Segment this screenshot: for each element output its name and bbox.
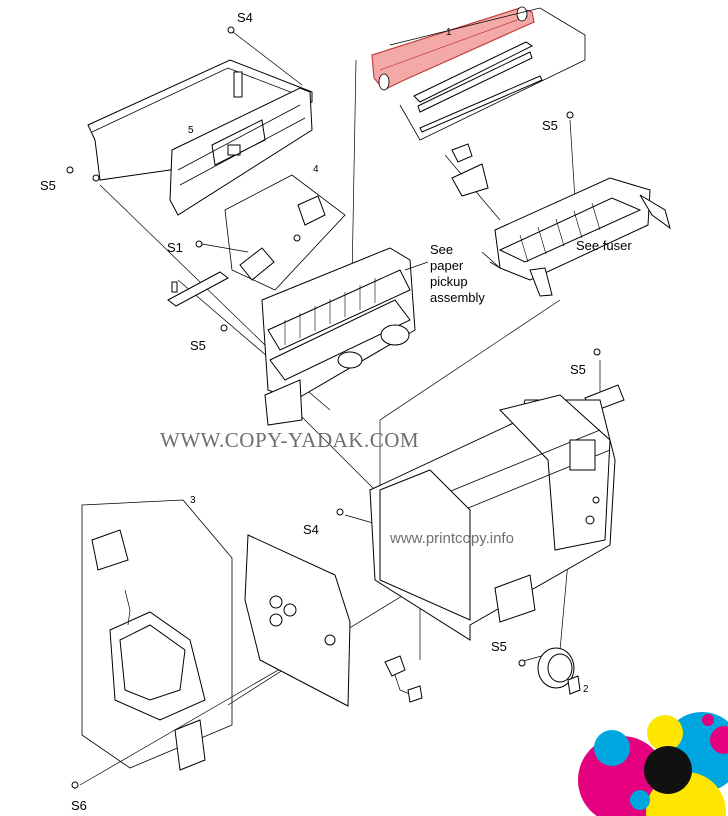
label-s4-top: S4 bbox=[237, 10, 253, 25]
paper-pickup-assembly bbox=[261, 247, 416, 426]
roller-guide-rails bbox=[389, 7, 586, 141]
fuser-assembly bbox=[451, 143, 671, 297]
part-4-bracket-group bbox=[224, 174, 346, 291]
label-part-5: 5 bbox=[188, 125, 194, 136]
part-3-housing-group bbox=[81, 499, 233, 771]
watermark-copy-yadak: WWW.COPY-YADAK.COM bbox=[160, 428, 419, 452]
label-part-1: 1 bbox=[446, 27, 452, 38]
callout-paper-pickup-line3: pickup bbox=[430, 274, 468, 289]
callout-paper-pickup-line4: assembly bbox=[430, 290, 485, 305]
label-s5-left: S5 bbox=[40, 178, 56, 193]
label-s5-right-mid: S5 bbox=[570, 362, 586, 377]
part-5-side-panel bbox=[169, 87, 313, 216]
label-s5-mid-left: S5 bbox=[190, 338, 206, 353]
screw-s1-and-rail bbox=[167, 240, 249, 307]
main-chassis-frame bbox=[369, 394, 616, 641]
screw-markers bbox=[66, 26, 574, 789]
part-1-transfer-roller bbox=[371, 6, 535, 91]
cmyk-circles-logo bbox=[578, 712, 728, 816]
label-part-4: 4 bbox=[313, 164, 319, 175]
part-labels: S4 S5 S5 S5 S5 S5 S4 S1 S6 1 2 3 4 5 bbox=[40, 10, 589, 813]
label-s5-bottom: S5 bbox=[491, 639, 507, 654]
label-s4-mid: S4 bbox=[303, 522, 319, 537]
callout-paper-pickup: See paper pickup assembly bbox=[404, 242, 485, 305]
callout-fuser-text: See fuser bbox=[576, 238, 632, 253]
label-s1: S1 bbox=[167, 240, 183, 255]
callout-paper-pickup-line1: See bbox=[430, 242, 453, 257]
center-side-plate bbox=[244, 534, 351, 707]
label-s6: S6 bbox=[71, 798, 87, 813]
label-part-2: 2 bbox=[583, 684, 589, 695]
cable-connector bbox=[384, 655, 423, 703]
callout-fuser: See fuser bbox=[576, 238, 632, 253]
watermark-printcopy: www.printcopy.info bbox=[389, 530, 514, 547]
label-s5-right-top: S5 bbox=[542, 118, 558, 133]
callout-paper-pickup-line2: paper bbox=[430, 258, 464, 273]
part-2-motor bbox=[537, 647, 581, 695]
label-part-3: 3 bbox=[190, 495, 196, 506]
